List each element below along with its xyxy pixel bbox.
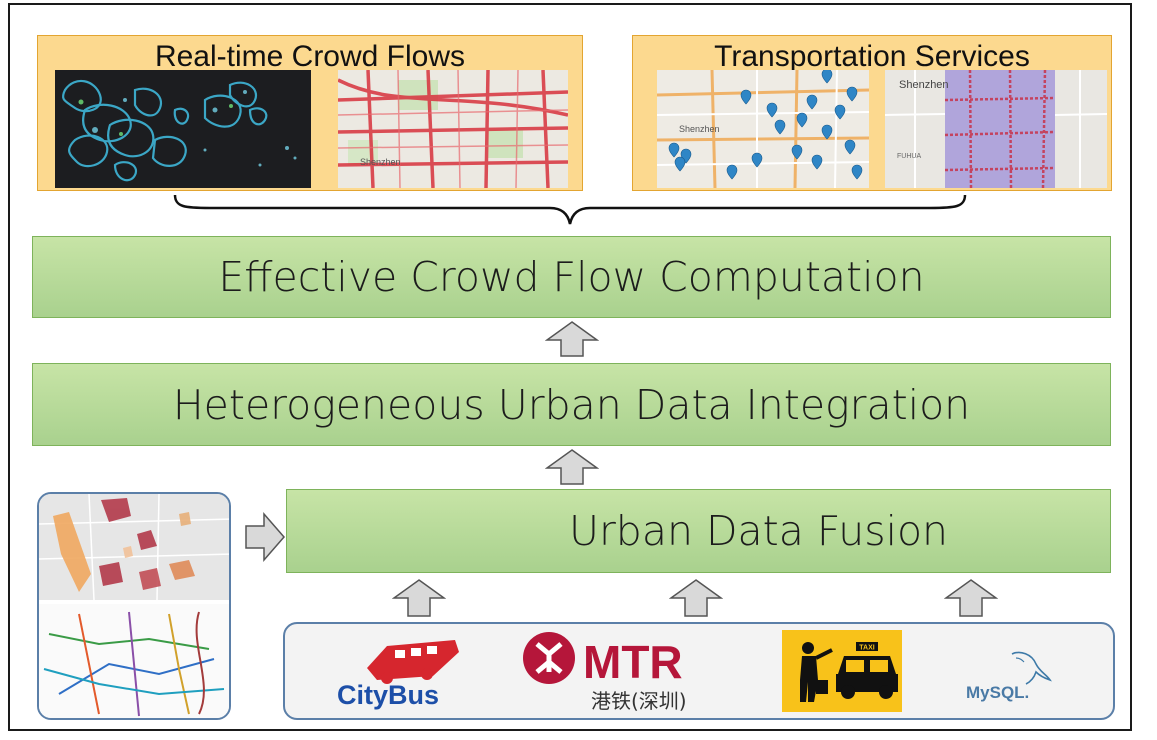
crowd-flows-title: Real-time Crowd Flows [154,40,466,73]
crowd-heatmap-thumbnail [55,70,311,188]
shenzhen-map-label: Shenzhen [360,157,401,167]
mysql-label: MySQL. [966,683,1029,702]
crowd-road-map-thumbnail: Shenzhen [338,70,568,188]
mtr-logo-icon: MTR 港铁(深圳) [523,632,687,713]
urban-data-fusion-layer: Urban Data Fusion [286,489,1111,573]
up-arrow-icon [944,579,998,617]
taxi-label: TAXI [859,645,874,652]
citybus-logo-icon: CityBus [337,640,459,710]
up-arrow-icon [669,579,723,617]
citybus-label: CityBus [337,680,439,710]
shenzhen-transport-map-label: Shenzhen [679,124,720,134]
urban-region-map-card [37,492,231,720]
shenzhen-density-map-label: Shenzhen [899,79,949,91]
integration-label: Heterogeneous Urban Data Integration [172,380,971,429]
effective-crowd-flow-computation-layer: Effective Crowd Flow Computation [32,236,1111,318]
merge-brace [173,194,967,225]
transport-services-title: Transportation Services [714,40,1030,73]
up-arrow-icon [392,579,446,617]
heterogeneous-urban-data-integration-layer: Heterogeneous Urban Data Integration [32,363,1111,446]
taxi-icon: TAXI [782,630,902,712]
transport-stops-map-thumbnail: Shenzhen [657,70,869,188]
computation-label: Effective Crowd Flow Computation [218,253,925,301]
right-arrow-icon [245,512,285,562]
transport-density-map-thumbnail: Shenzhen FUHUA [885,70,1107,188]
data-sources-container: CityBus MTR 港铁(深圳) TAXI MySQL. [283,622,1115,720]
crowd-flows-panel: Real-time Crowd Flows [37,35,583,191]
mtr-sub-label: 港铁(深圳) [591,689,687,713]
fusion-label: Urban Data Fusion [568,507,949,555]
up-arrow-icon [545,321,599,357]
mysql-logo-icon: MySQL. [966,651,1052,702]
up-arrow-icon [545,449,599,485]
mtr-label: MTR [583,636,683,688]
fuhua-map-label: FUHUA [897,153,921,160]
transport-services-panel: Transportation Services [632,35,1112,191]
